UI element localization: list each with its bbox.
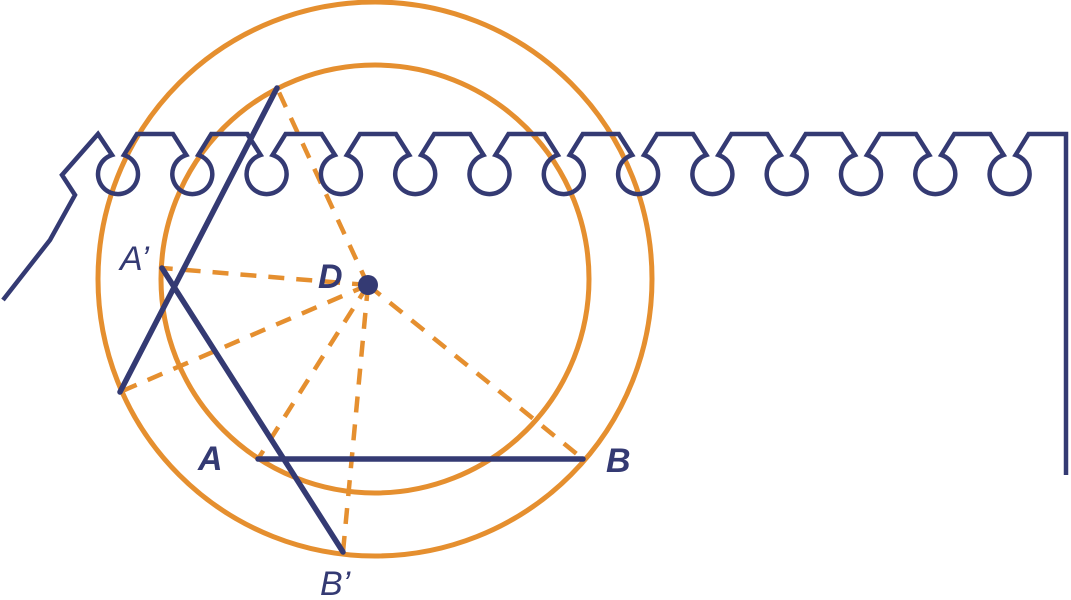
dashed-radius (340, 284, 371, 553)
label-b-prime: B’ (320, 565, 351, 600)
label-b: B (606, 442, 631, 480)
chord-line (117, 85, 280, 395)
point-d (358, 275, 378, 295)
label-a: A (197, 440, 223, 478)
label-a-prime: A’ (118, 240, 149, 278)
outer-circle (95, 0, 655, 559)
dashed-radius (161, 265, 369, 288)
dashed-radius (274, 87, 371, 286)
toothed-track (1, 130, 1069, 475)
dashed-radii (119, 87, 585, 553)
dashed-radius (256, 283, 370, 461)
dashed-radius (119, 282, 369, 395)
inner-circle (158, 62, 592, 496)
segment-a-prime-b-prime (159, 265, 346, 555)
label-d: D (318, 258, 343, 296)
dashed-radius (366, 283, 585, 461)
